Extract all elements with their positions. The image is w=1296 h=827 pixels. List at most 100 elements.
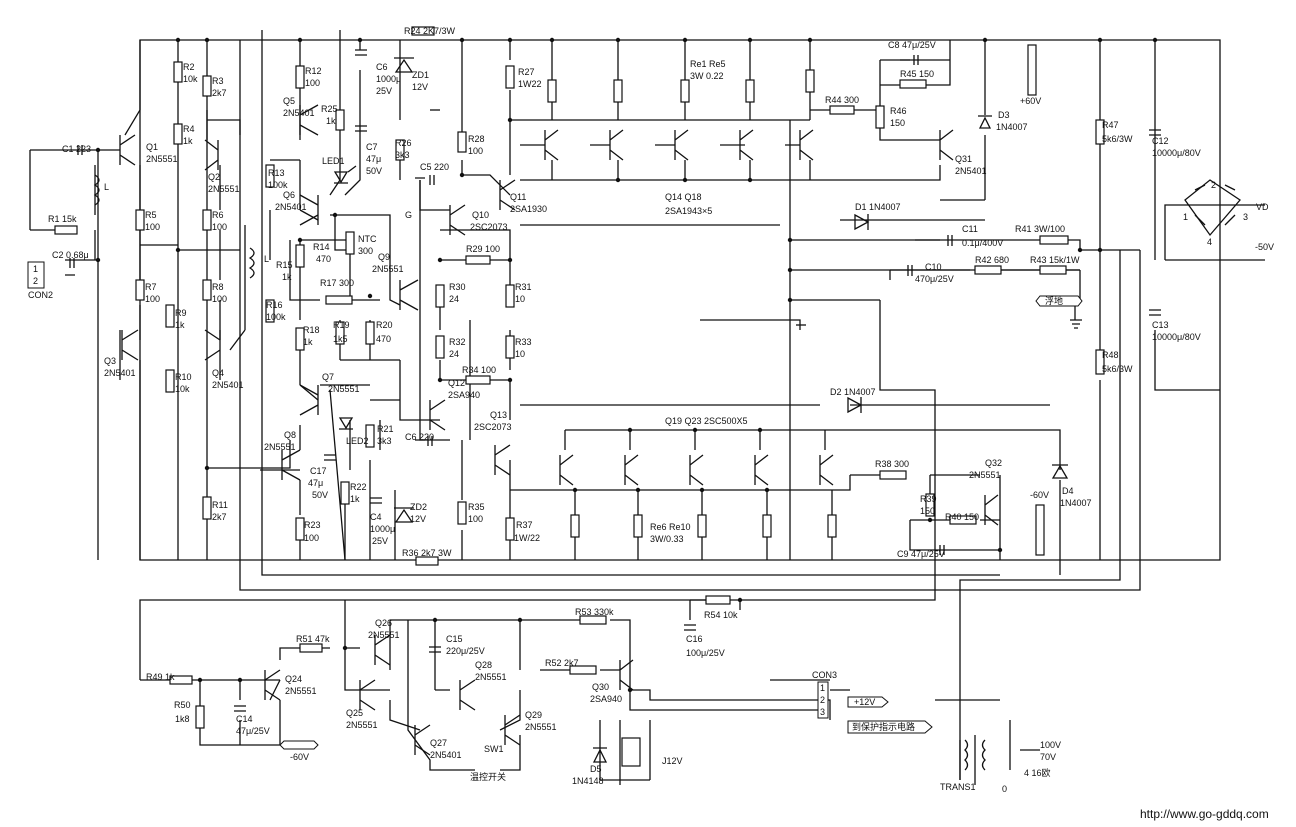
label-t0: 0 xyxy=(1002,784,1007,794)
label-r30: R30 xyxy=(449,282,466,292)
label-q29v: 2N5551 xyxy=(525,722,557,732)
label-t70: 70V xyxy=(1040,752,1056,762)
label-r21: R21 xyxy=(377,424,394,434)
label-zd1: ZD1 xyxy=(412,70,429,80)
label-q14: Q14 Q18 xyxy=(665,192,702,202)
label-c13v: 10000μ/80V xyxy=(1152,332,1201,342)
label-c12v: 10000μ/80V xyxy=(1152,148,1201,158)
label-c6b: C6 220 xyxy=(405,432,434,442)
label-r5v: 100 xyxy=(145,222,160,232)
label-r38: R38 300 xyxy=(875,459,909,469)
label-c8: C8 47μ/25V xyxy=(888,40,936,50)
label-q5v: 2N5401 xyxy=(283,108,315,118)
label-c4v: 1000μ xyxy=(370,524,395,534)
label-q30: Q30 xyxy=(592,682,609,692)
label-r22: R22 xyxy=(350,482,367,492)
label-led1: LED1 xyxy=(322,156,345,166)
label-minus60: -60V xyxy=(1030,490,1049,500)
label-r39v: 150 xyxy=(920,506,935,516)
label-r9: R9 xyxy=(175,308,187,318)
label-r2: R2 xyxy=(183,62,195,72)
label-r31v: 10 xyxy=(515,294,525,304)
label-r48: R48 xyxy=(1102,350,1119,360)
label-q6v: 2N5401 xyxy=(275,202,307,212)
label-c10: C10 xyxy=(925,262,942,272)
label-r31: R31 xyxy=(515,282,532,292)
label-r6: R6 xyxy=(212,210,224,220)
label-r53: R53 330k xyxy=(575,607,614,617)
label-c17v2: 50V xyxy=(312,490,328,500)
label-r44: R44 300 xyxy=(825,95,859,105)
label-r33: R33 xyxy=(515,337,532,347)
label-r42: R42 680 xyxy=(975,255,1009,265)
label-r23v: 100 xyxy=(304,533,319,543)
label-r49: R49 1k xyxy=(146,672,175,682)
label-r52: R52 2k7 xyxy=(545,658,579,668)
label-r46v: 150 xyxy=(890,118,905,128)
label-r3: R3 xyxy=(212,76,224,86)
components xyxy=(69,49,1236,785)
label-re1: Re1 Re5 xyxy=(690,59,726,69)
label-r14v: 470 xyxy=(316,254,331,264)
label-r19v: 1k5 xyxy=(333,334,348,344)
label-q13: Q13 xyxy=(490,410,507,420)
label-r10: R10 xyxy=(175,372,192,382)
label-r35: R35 xyxy=(468,502,485,512)
label-q24v: 2N5551 xyxy=(285,686,317,696)
label-q25: Q25 xyxy=(346,708,363,718)
label-q5: Q5 xyxy=(283,96,295,106)
label-r50: R50 xyxy=(174,700,191,710)
label-con2-p2: 2 xyxy=(33,276,38,286)
label-c7v: 47μ xyxy=(366,154,381,164)
label-minus50: -50V xyxy=(1255,242,1274,252)
label-c14: C14 xyxy=(236,714,253,724)
label-r4: R4 xyxy=(183,124,195,134)
label-q13v: 2SC2073 xyxy=(474,422,512,432)
label-d4v: 1N4007 xyxy=(1060,498,1092,508)
label-r7: R7 xyxy=(145,282,157,292)
label-q31v: 2N5401 xyxy=(955,166,987,176)
label-q24: Q24 xyxy=(285,674,302,684)
label-con3-p2: 2 xyxy=(820,695,825,705)
label-c7: C7 xyxy=(366,142,378,152)
label-q25v: 2N5551 xyxy=(346,720,378,730)
label-re6v: 3W/0.33 xyxy=(650,534,684,544)
label-q12: Q12 xyxy=(448,378,465,388)
label-r18: R18 xyxy=(303,325,320,335)
label-d4: D4 xyxy=(1062,486,1074,496)
label-c6v2: 25V xyxy=(376,86,392,96)
resistors xyxy=(54,26,1105,729)
label-c13: C13 xyxy=(1152,320,1169,330)
label-r43: R43 15k/1W xyxy=(1030,255,1080,265)
label-c17v: 47μ xyxy=(308,478,323,488)
label-d5: D5 xyxy=(590,764,602,774)
label-r8: R8 xyxy=(212,282,224,292)
label-ntc: NTC xyxy=(358,234,377,244)
label-q7: Q7 xyxy=(322,372,334,382)
label-r29: R29 100 xyxy=(466,244,500,254)
label-r26: R26 xyxy=(395,138,412,148)
label-c6v: 1000μ xyxy=(376,74,401,84)
label-c5: C5 220 xyxy=(420,162,449,172)
label-r23: R23 xyxy=(304,520,321,530)
label-zd2: ZD2 xyxy=(410,502,427,512)
label-r4v: 1k xyxy=(183,136,193,146)
label-c10v: 470μ/25V xyxy=(915,274,954,284)
label-r9v: 1k xyxy=(175,320,185,330)
label-t416: 4 16欧 xyxy=(1024,767,1051,778)
label-q9: Q9 xyxy=(378,252,390,262)
label-r51: R51 47k xyxy=(296,634,330,644)
label-q1: Q1 xyxy=(146,142,158,152)
label-r12: R12 xyxy=(305,66,322,76)
label-r10v: 10k xyxy=(175,384,190,394)
transistors xyxy=(119,104,999,756)
label-trans1: TRANS1 xyxy=(940,782,976,792)
label-c14v: 47μ/25V xyxy=(236,726,270,736)
label-j12v: J12V xyxy=(662,756,683,766)
label-r3v: 2k7 xyxy=(212,88,227,98)
label-r15v: 1k xyxy=(282,272,292,282)
label-q4v: 2N5401 xyxy=(212,380,244,390)
label-r7v: 100 xyxy=(145,294,160,304)
label-q26: Q26 xyxy=(375,618,392,628)
